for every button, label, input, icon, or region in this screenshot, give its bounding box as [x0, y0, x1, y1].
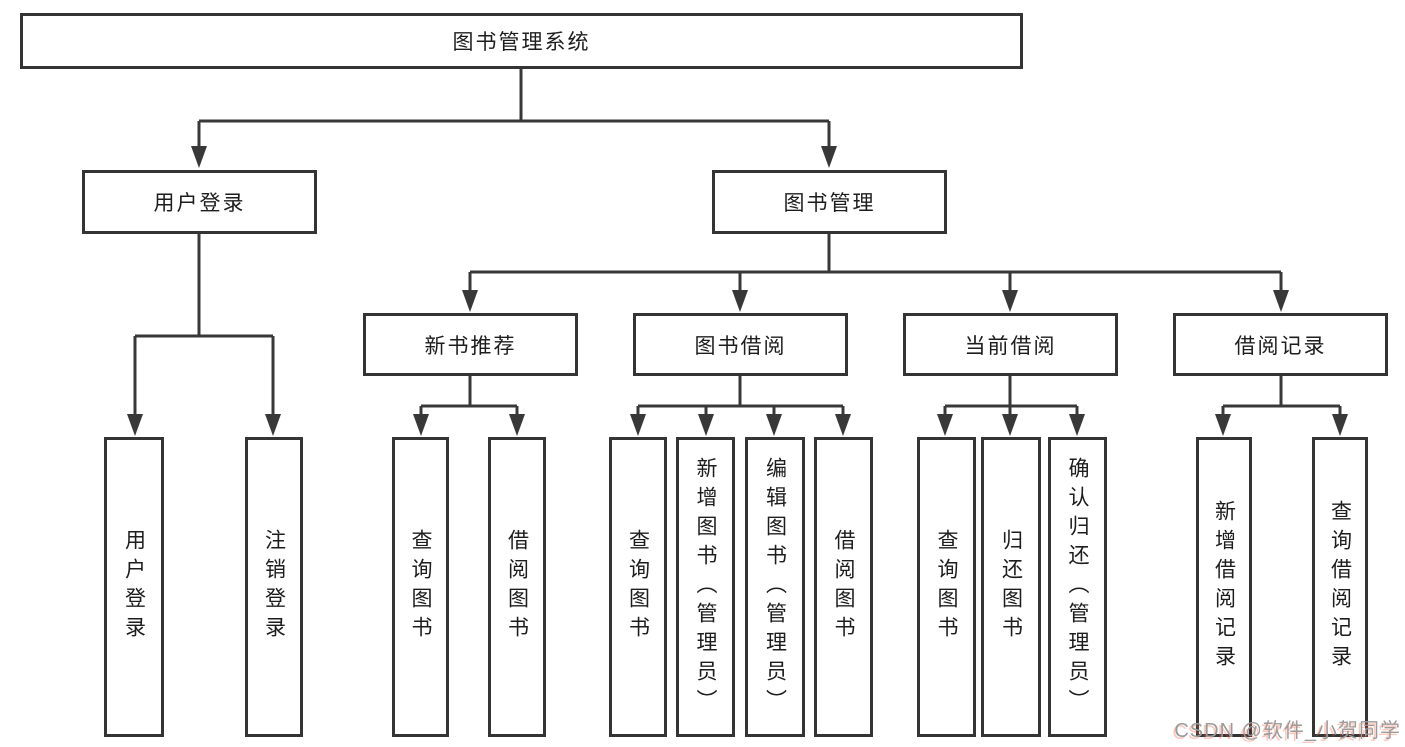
- arrow-down-icon: [509, 414, 525, 436]
- leaf-user-login: 用户登录: [104, 437, 164, 737]
- node-book-borrow: 图书借阅: [633, 313, 848, 376]
- arrow-down-icon: [1332, 414, 1348, 436]
- node-book-management: 图书管理: [712, 170, 947, 234]
- leaf-query-books-3: 查询图书: [917, 437, 976, 737]
- arrow-down-icon: [265, 414, 281, 436]
- leaf-query-borrow-record: 查询借阅记录: [1312, 437, 1368, 737]
- leaf-add-book-admin: 新增图书（管理员）: [676, 437, 735, 737]
- arrow-down-icon: [127, 414, 143, 436]
- leaf-query-books-2: 查询图书: [609, 437, 667, 737]
- arrow-down-icon: [1273, 290, 1289, 312]
- arrow-down-icon: [835, 414, 851, 436]
- arrow-down-icon: [732, 290, 748, 312]
- csdn-watermark: CSDN @软件_小贺同学: [1174, 720, 1401, 742]
- node-current-borrow: 当前借阅: [903, 313, 1118, 376]
- leaf-edit-book-admin: 编辑图书（管理员）: [745, 437, 805, 737]
- leaf-borrow-books-1: 借阅图书: [488, 437, 546, 737]
- leaf-borrow-books-2: 借阅图书: [814, 437, 873, 737]
- arrow-down-icon: [1002, 290, 1018, 312]
- arrow-down-icon: [630, 414, 646, 436]
- leaf-add-borrow-record: 新增借阅记录: [1196, 437, 1252, 737]
- arrow-down-icon: [766, 414, 782, 436]
- leaf-query-books-1: 查询图书: [392, 437, 449, 737]
- arrow-down-icon: [937, 414, 953, 436]
- arrow-down-icon: [821, 146, 837, 168]
- arrow-down-icon: [191, 146, 207, 168]
- leaf-confirm-return-admin: 确认归还（管理员）: [1048, 437, 1107, 737]
- arrow-down-icon: [1215, 414, 1231, 436]
- arrow-down-icon: [413, 414, 429, 436]
- arrow-down-icon: [462, 290, 478, 312]
- arrow-down-icon: [1002, 414, 1018, 436]
- leaf-logout: 注销登录: [245, 437, 303, 737]
- node-borrow-records: 借阅记录: [1173, 313, 1388, 376]
- arrow-down-icon: [1069, 414, 1085, 436]
- node-root-library-system: 图书管理系统: [20, 13, 1023, 69]
- arrow-down-icon: [698, 414, 714, 436]
- node-new-book-recommend: 新书推荐: [363, 313, 578, 376]
- node-user-login: 用户登录: [82, 170, 317, 234]
- leaf-return-book: 归还图书: [981, 437, 1041, 737]
